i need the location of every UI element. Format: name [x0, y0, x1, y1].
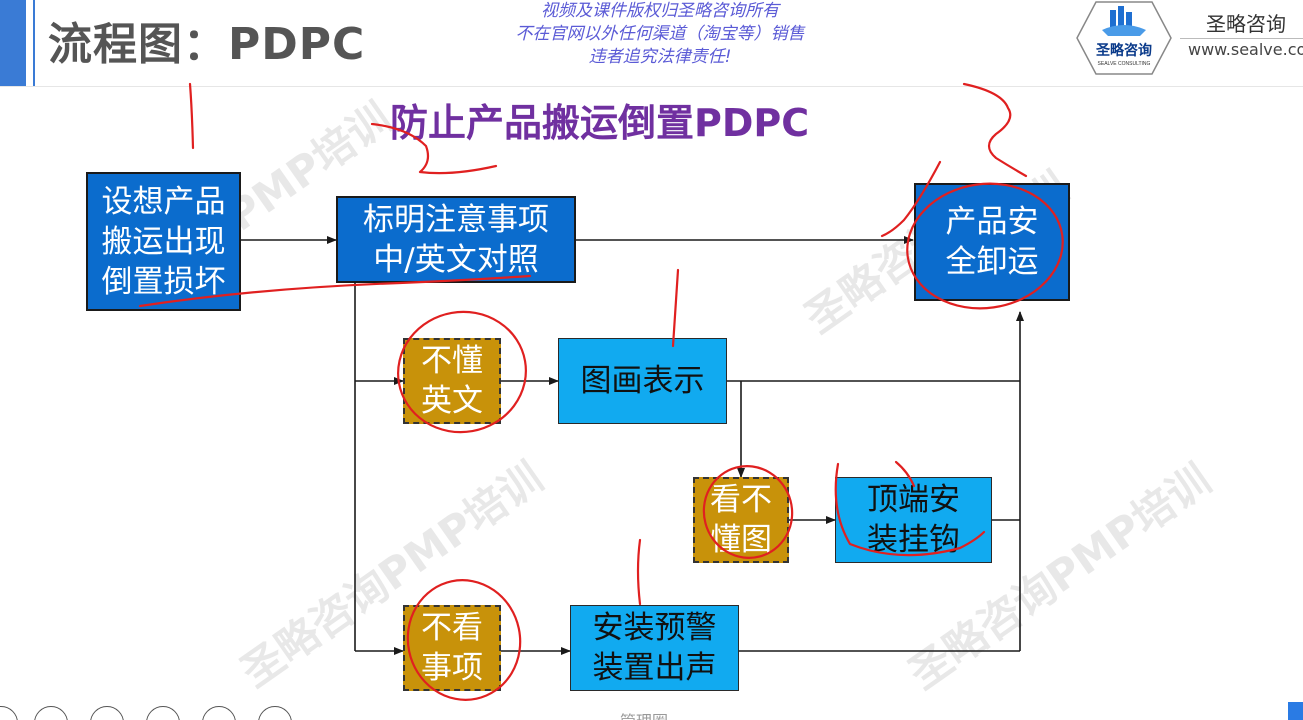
header-divider: [0, 86, 1303, 87]
diagram-title: 防止产品搬运倒置PDPC: [390, 101, 810, 145]
corner-indicator: [1288, 702, 1303, 720]
copyright-line-2: 不在官网以外任何渠道（淘宝等）销售: [515, 24, 805, 44]
slide-title: 流程图：PDPC: [48, 19, 366, 70]
node-no-english-line-2: 英文: [421, 383, 483, 419]
toolbar-grid-icon[interactable]: [258, 706, 292, 720]
toolbar-select-icon[interactable]: [146, 706, 180, 720]
node-mark-notes: 标明注意事项 中/英文对照: [336, 196, 576, 283]
node-start-line-2: 搬运出现: [101, 223, 226, 260]
node-no-picture-line-1: 看不: [710, 482, 772, 518]
bottom-watermark-label: 管理圈: [620, 708, 668, 720]
toolbar-back-icon[interactable]: [0, 706, 18, 720]
logo-subtext: SEALVE CONSULTING: [1098, 61, 1151, 67]
toolbar-play-icon[interactable]: [34, 706, 68, 720]
logo-text: 圣略咨询: [1095, 42, 1152, 58]
node-no-picture-line-2: 懂图: [710, 522, 772, 558]
copyright-line-3: 违者追究法律责任!: [588, 47, 732, 67]
node-no-read: 不看 事项: [403, 605, 501, 691]
copyright-line-1: 视频及课件版权归圣略咨询所有: [541, 1, 779, 21]
node-no-english-line-1: 不懂: [421, 343, 483, 379]
annotation-alarm-tick: [636, 538, 642, 606]
node-alarm-line-1: 安装预警: [592, 610, 717, 646]
node-goal: 产品安 全卸运: [914, 183, 1070, 301]
annotation-title-tick: [188, 82, 195, 150]
node-goal-line-1: 产品安: [945, 204, 1039, 240]
brand-name: 圣略咨询: [1206, 12, 1286, 36]
brand-url: www.sealve.co: [1188, 40, 1303, 59]
header-accent-bar: [0, 0, 26, 86]
header-accent-line: [33, 0, 35, 86]
node-mark-line-2: 中/英文对照: [373, 241, 539, 278]
node-start: 设想产品 搬运出现 倒置损坏: [86, 172, 241, 311]
node-start-line-1: 设想产品: [101, 183, 226, 220]
annotation-squiggle-right: [962, 82, 1028, 178]
node-alarm-line-2: 装置出声: [592, 650, 717, 686]
node-hook-line-2: 装挂钩: [867, 522, 960, 558]
node-no-read-line-2: 事项: [421, 650, 483, 686]
company-logo: 圣略咨询 SEALVE CONSULTING: [1076, 1, 1172, 75]
node-no-english: 不懂 英文: [403, 338, 501, 424]
node-start-line-3: 倒置损坏: [101, 263, 226, 300]
node-mark-line-1: 标明注意事项: [363, 201, 549, 238]
node-alarm: 安装预警 装置出声: [570, 605, 739, 691]
brand-rule: [1180, 38, 1303, 39]
annotation-pictogram-tick: [671, 268, 680, 348]
toolbar-pen-icon[interactable]: [90, 706, 124, 720]
node-no-picture: 看不 懂图: [693, 477, 789, 563]
node-pictogram-line-1: 图画表示: [580, 363, 705, 399]
toolbar-more-icon[interactable]: [202, 706, 236, 720]
node-hook-line-1: 顶端安: [867, 482, 960, 518]
node-pictogram: 图画表示: [558, 338, 727, 424]
node-no-read-line-1: 不看: [421, 610, 483, 646]
node-goal-line-2: 全卸运: [945, 244, 1039, 280]
copyright-notice: 视频及课件版权归圣略咨询所有 不在官网以外任何渠道（淘宝等）销售 违者追究法律责…: [480, 0, 840, 69]
watermark-3: 圣略咨询PMP培训: [232, 452, 552, 697]
node-top-hook: 顶端安 装挂钩: [835, 477, 992, 563]
